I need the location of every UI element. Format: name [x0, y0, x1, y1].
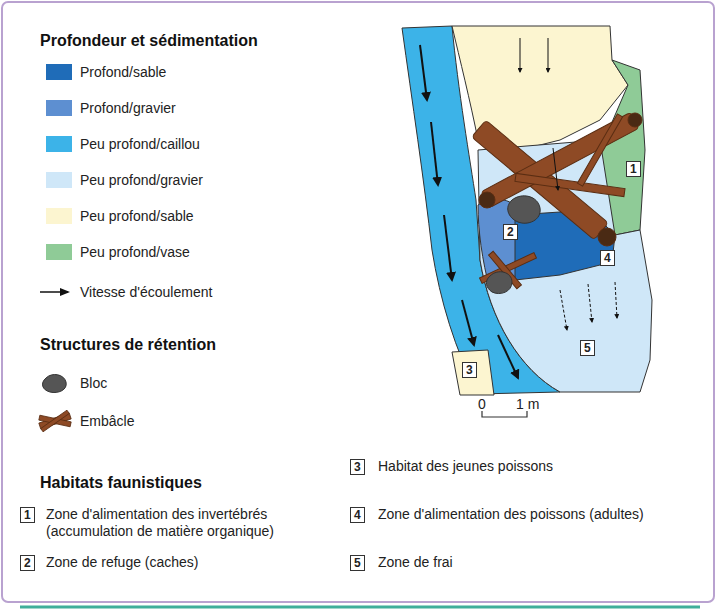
legend-item: Bloc — [38, 372, 107, 394]
flow-arrow-symbol — [38, 281, 72, 303]
legend-item: Profond/sable — [42, 61, 166, 83]
legend-item: Embâcle — [38, 410, 134, 432]
legend-text: Peu profond/caillou — [80, 136, 200, 153]
boulders — [486, 196, 540, 294]
legend-text: Peu profond/vase — [80, 244, 190, 261]
legend-item: Peu profond/sable — [42, 205, 194, 227]
gravel-shallow-zone — [478, 140, 652, 392]
habitat-text: Zone de frai — [378, 554, 453, 571]
flow-arrows — [420, 38, 617, 378]
legend-text: Vitesse d'écoulement — [80, 284, 212, 301]
legend-swatch — [46, 64, 72, 80]
habitat-text: Zone de refuge (caches) — [46, 554, 199, 571]
legend-text: Embâcle — [80, 413, 134, 430]
legend-text: Peu profond/sable — [80, 208, 194, 225]
habitat-text: Zone d'alimentation des invertébrés (acc… — [46, 506, 336, 540]
legend-text: Peu profond/gravier — [80, 172, 203, 189]
section-heading: Structures de rétention — [40, 336, 216, 353]
callout-number: 5 — [580, 340, 595, 356]
callout-number: 3 — [462, 362, 477, 378]
habitat-text: Habitat des jeunes poissons — [378, 458, 553, 475]
legend-swatch — [46, 136, 72, 152]
legend-item: Profond/gravier — [42, 97, 176, 119]
legend-item: Peu profond/vase — [42, 241, 190, 263]
key-number: 5 — [350, 555, 365, 571]
habitat-text: Zone d'alimentation des poissons (adulte… — [378, 506, 644, 523]
debris-symbol — [38, 410, 72, 432]
callout-number: 1 — [626, 161, 641, 177]
key-number: 3 — [350, 459, 365, 475]
legend-text: Profond/sable — [80, 64, 166, 81]
key-number: 4 — [350, 507, 365, 523]
callout-number: 4 — [600, 250, 615, 266]
key-number: 1 — [20, 507, 35, 523]
legend-swatch — [46, 208, 72, 224]
legend-text: Bloc — [80, 375, 107, 392]
frame — [2, 2, 714, 602]
scale-value: 0 — [478, 396, 486, 413]
section-heading: Profondeur et sédimentation — [40, 32, 258, 49]
section-heading: Habitats faunistiques — [40, 474, 202, 491]
sand-small-zone — [452, 350, 494, 395]
legend-item: Vitesse d'écoulement — [38, 281, 212, 303]
legend-text: Profond/gravier — [80, 100, 176, 117]
legend-swatch — [46, 172, 72, 188]
scale-value: 1 m — [516, 396, 539, 413]
bottom-rule — [20, 606, 700, 609]
boulder-symbol — [38, 372, 72, 394]
woody-debris — [472, 112, 642, 289]
legend-item: Peu profond/caillou — [42, 133, 200, 155]
legend-item: Peu profond/gravier — [42, 169, 203, 191]
legend-swatch — [46, 244, 72, 260]
callout-number: 2 — [503, 224, 518, 240]
map — [402, 26, 652, 395]
key-number: 2 — [20, 555, 35, 571]
legend-swatch — [46, 100, 72, 116]
